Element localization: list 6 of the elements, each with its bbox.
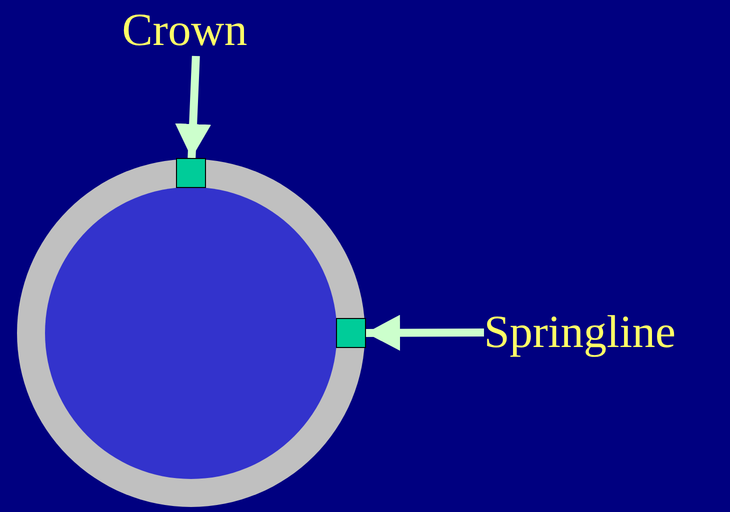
part-label: Crown [122,4,248,56]
arrow [175,56,212,158]
gauge-square [176,158,206,188]
gauge-square [336,318,366,348]
part-label: Springline [484,306,676,358]
arrow [366,314,484,351]
